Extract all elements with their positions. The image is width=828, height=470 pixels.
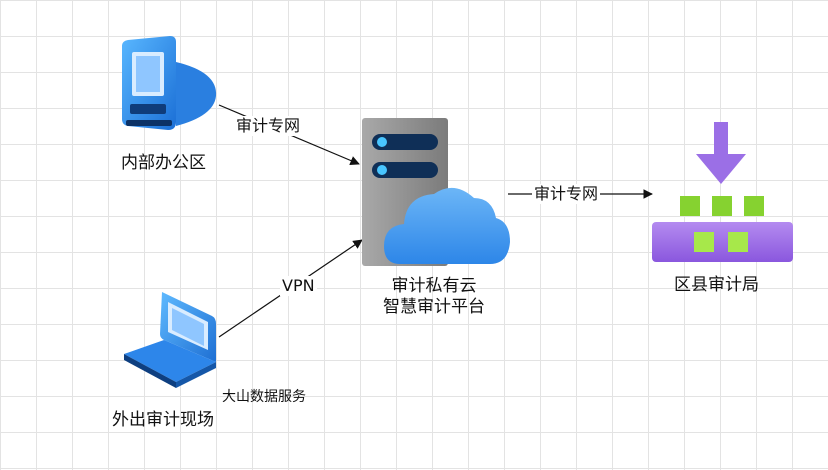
node-label-bureau: 区县审计局 bbox=[674, 275, 759, 295]
edge-label-field-to-cloud: VPN bbox=[280, 276, 317, 296]
node-label-cloud-line2: 智慧审计平台 bbox=[383, 297, 485, 317]
desktop-monitor-icon bbox=[122, 36, 217, 130]
node-annotation-field: 大山数据服务 bbox=[222, 389, 306, 405]
server-cloud-icon bbox=[362, 118, 510, 266]
edge-label-office-to-cloud: 审计专网 bbox=[234, 116, 303, 136]
node-label-cloud-line1: 审计私有云 bbox=[391, 276, 477, 296]
edge-label-cloud-to-bureau: 审计专网 bbox=[532, 184, 601, 204]
node-label-office: 内部办公区 bbox=[121, 153, 206, 173]
node-label-field: 外出审计现场 bbox=[112, 410, 214, 430]
download-inbox-icon bbox=[652, 122, 793, 262]
laptop-icon bbox=[124, 292, 216, 388]
